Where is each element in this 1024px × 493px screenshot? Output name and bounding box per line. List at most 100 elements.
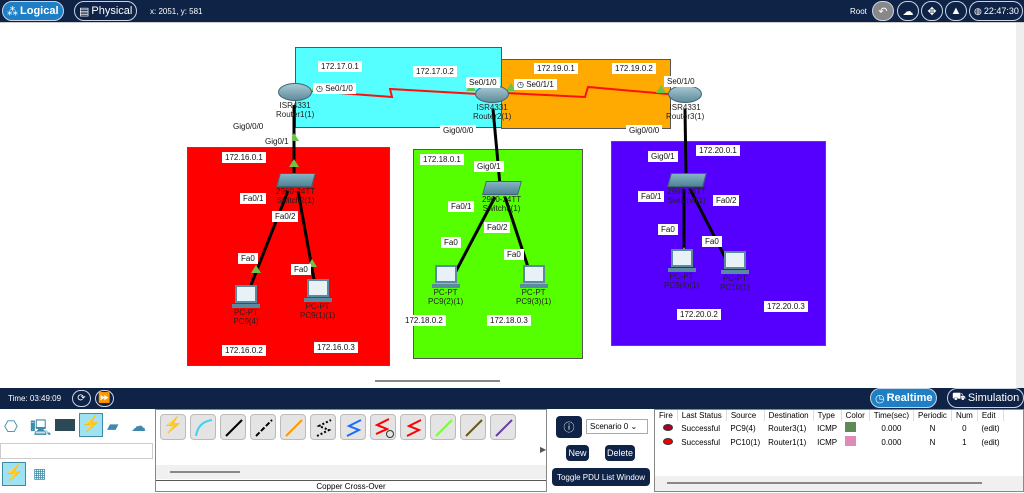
pdu-periodic: N [929,423,936,433]
fiber-icon[interactable] [280,414,306,440]
multiuser-cloud-icon[interactable]: ☁ [131,418,146,435]
fire-icon[interactable] [663,437,674,445]
col-source: Source [726,410,765,421]
port-label: Fa0 [441,237,461,248]
port-label: Fa0/2 [484,222,511,233]
device-search-field[interactable] [0,443,153,459]
horizontal-scrollbar[interactable] [170,471,240,473]
port-label: Se0/1/0 [466,77,500,88]
coaxial-icon[interactable] [340,414,366,440]
port-label: Gig0/0/0 [230,121,267,132]
grid-icon[interactable]: ▦ [33,465,47,481]
ip-label: 172.16.0.3 [314,342,358,353]
phone-cable-icon[interactable] [310,414,336,440]
ip-label: 172.18.0.1 [420,154,464,165]
network-devices-icon[interactable]: ⎔ [4,419,18,436]
console-cable-icon[interactable] [190,414,216,440]
pdu-status: Successful [681,437,720,447]
octal-cable-icon[interactable] [430,414,456,440]
pdu-edit-link[interactable]: (edit) [981,423,1000,433]
serial-dce-icon[interactable] [370,414,396,440]
move-icon[interactable]: ✥ [921,1,943,21]
connections-scroll-area [156,465,546,479]
port-label: Gig0/1 [648,151,678,162]
misc-folder-icon[interactable]: ▰ [107,418,119,435]
auto-connection-icon[interactable]: ⚡ [160,414,186,440]
col-edit: Edit [977,410,1005,421]
cloud-icon[interactable]: ☁ [897,1,919,21]
pdu-periodic: N [929,437,936,447]
col-destination: Destination [764,410,814,421]
scenario-panel: ⓘ Scenario 0 ⌄ New Delete Toggle PDU Lis… [548,409,653,492]
connections-icon[interactable]: ⚡ [79,413,103,437]
copper-crossover-icon[interactable] [250,414,276,440]
chevron-down-icon: ⌄ [630,422,638,431]
port-label: ◷ Se0/1/1 [514,79,557,90]
fire-icon[interactable] [663,423,674,431]
pdu-time: 0.000 [881,423,902,433]
fast-forward-button[interactable]: ⏩ [95,390,114,407]
iot-cable-icon[interactable] [460,414,486,440]
ip-label: 172.18.0.3 [487,315,531,326]
router-icon [278,83,313,101]
copper-straight-icon[interactable] [220,414,246,440]
pdu-num: 1 [962,437,967,447]
back-icon[interactable]: ↶ [872,1,894,21]
clock-button[interactable]: ◍22:47:30 [969,1,1023,21]
port-label: ◷ Se0/1/0 [313,83,356,94]
pdu-scroll-area [655,476,1023,491]
physical-tab[interactable]: ▤Physical [74,1,138,21]
port-label: Gig0/1 [474,161,504,172]
link-sw2-pc92 [453,196,497,274]
ip-label: 172.16.0.2 [222,345,266,356]
pc-icon [434,265,457,283]
logical-tab[interactable]: ⁂Logical [2,1,64,21]
col-type: Type [813,410,842,421]
horizontal-scrollbar[interactable] [667,482,982,484]
scenario-select[interactable]: Scenario 0 ⌄ [586,419,648,434]
pdu-type: ICMP [817,437,838,447]
ip-label: 172.17.0.2 [413,66,457,77]
connections-subtype-icon[interactable]: ⚡ [2,462,26,486]
selected-connection-label: Copper Cross-Over [156,480,546,493]
col-color: Color [841,410,870,421]
power-cycle-button[interactable]: ⟳ [72,390,91,407]
components-icon[interactable] [55,419,75,431]
port-label: Fa0 [658,224,678,235]
info-button[interactable]: ⓘ [556,416,582,438]
link-sw1-pc911 [296,190,317,286]
vertical-scrollbar[interactable] [1016,23,1024,389]
link-r3-sw3 [683,108,688,176]
simulation-button[interactable]: ⛟Simulation [947,388,1024,408]
pdu-status: Successful [681,423,720,433]
link-sw3-pc10 [688,188,730,264]
image-icon[interactable]: ▲ [945,1,967,21]
realtime-button[interactable]: ◷Realtime [870,388,938,408]
collapse-arrow-icon[interactable]: ▶ [540,445,547,454]
toggle-pdu-list-button[interactable]: Toggle PDU List Window [552,468,650,486]
pdu-edit-link[interactable]: (edit) [981,437,1000,447]
serial-dte-icon[interactable] [400,414,426,440]
pc-icon [306,279,329,297]
horizontal-scrollbar[interactable] [375,380,500,382]
usb-cable-icon[interactable] [490,414,516,440]
pdu-destination: Router1(1) [768,437,807,447]
port-label: Fa0 [238,253,258,264]
delete-scenario-button[interactable]: Delete [605,445,635,461]
end-devices-icon[interactable]: 🖳 [30,420,52,437]
new-scenario-button[interactable]: New [566,445,589,461]
clock-icon: ◷ [875,392,885,405]
